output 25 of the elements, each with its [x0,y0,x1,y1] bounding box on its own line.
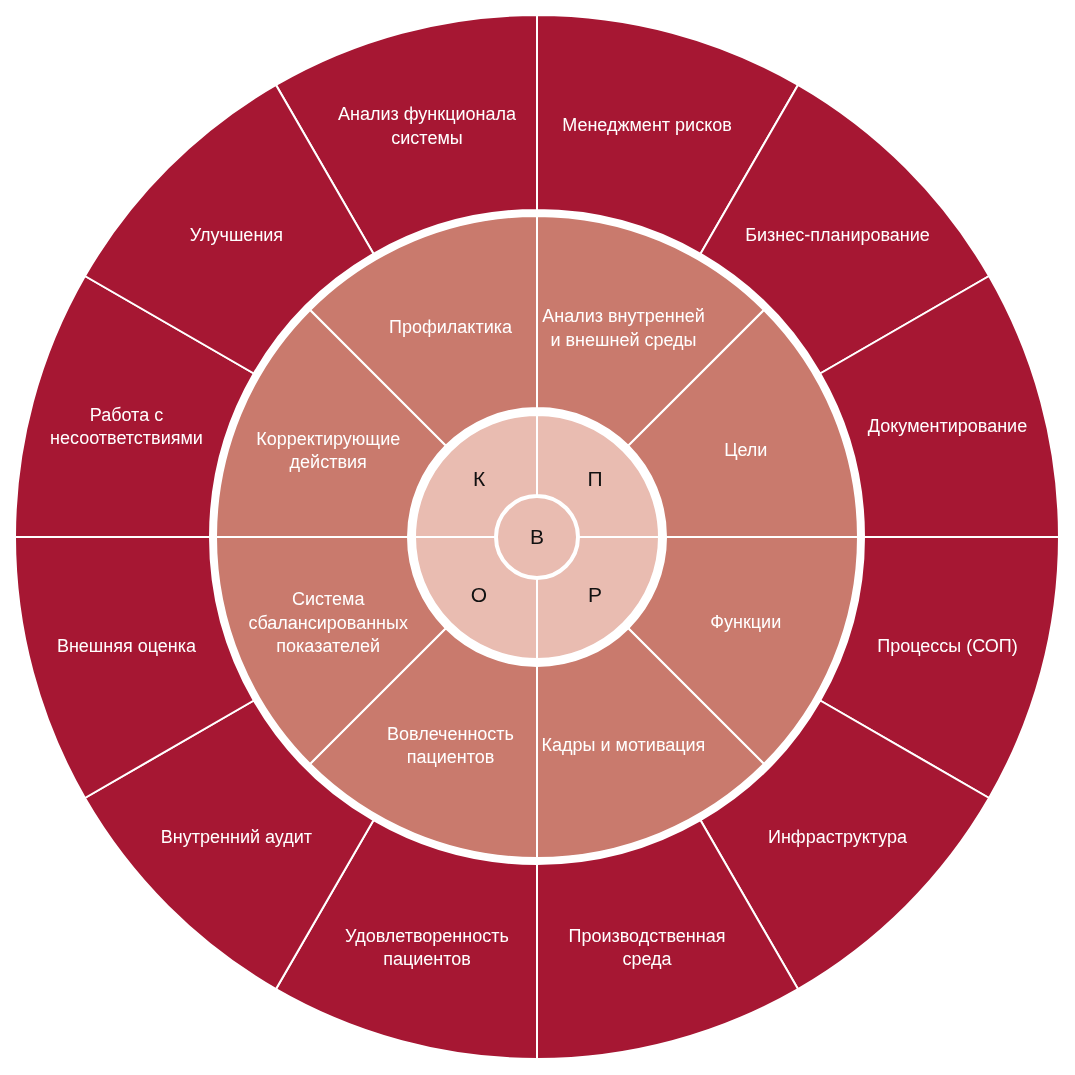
segment-label: К [471,466,487,493]
segment-label: Работа с несоответствиями [49,403,204,450]
segment-label: Внешняя оценка [55,635,198,659]
segment-label: Вовлеченность пациентов [386,722,515,769]
segment-label: Менеджмент рисков [561,114,733,138]
segment-label: Р [586,582,603,609]
segment-label: Анализ функционала системы [337,103,517,150]
segment-label: О [469,582,489,609]
segment-label: Функции [709,611,783,635]
segment-label: Внутренний аудит [159,825,314,849]
segment-label: Производственная среда [567,924,727,971]
segment-label: Бизнес-планирование [744,224,931,248]
segment-label: П [586,466,604,493]
segment-label: Профилактика [388,316,513,340]
segment-label: Документирование [866,415,1029,439]
segment-label: Анализ внутренней и внешней среды [541,304,706,352]
segment-label: Инфраструктура [766,825,909,849]
segment-label: Процессы (СОП) [876,635,1019,659]
segment-label: Система сбалансированных показателей [247,588,409,659]
segment-label: Цели [723,438,769,462]
segment-label: В [529,524,545,551]
segment-label: Улучшения [188,224,285,248]
segment-label: Удовлетворенность пациентов [344,924,510,971]
segment-label: Кадры и мотивация [540,734,707,758]
segment-label: Корректирующие действия [255,427,402,474]
